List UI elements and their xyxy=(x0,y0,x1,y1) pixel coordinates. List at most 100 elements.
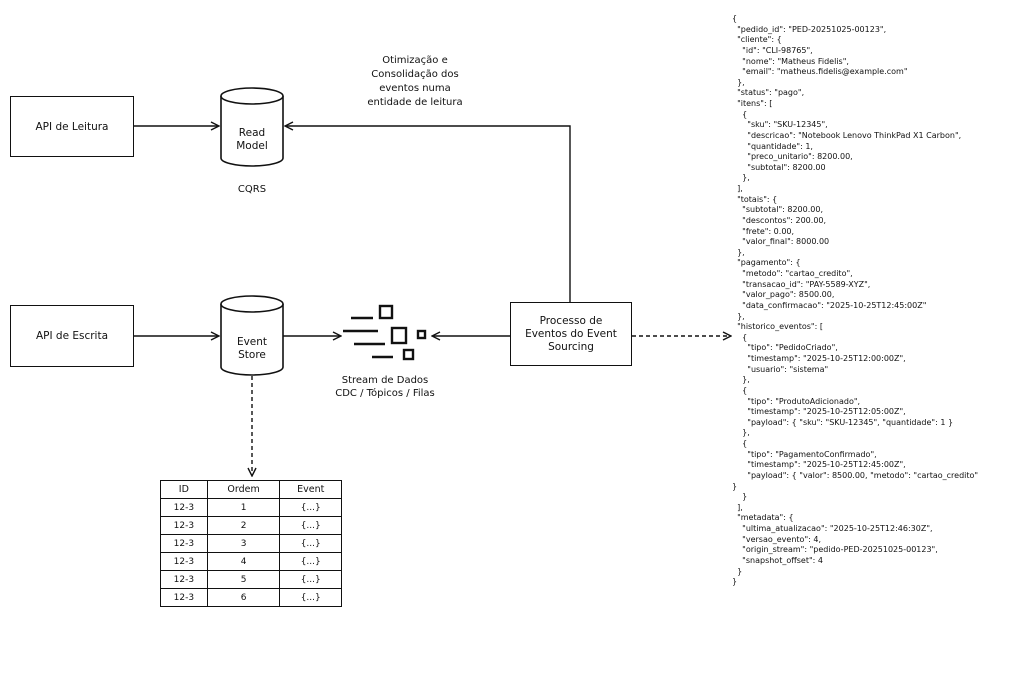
json-line: "timestamp": "2025-10-25T12:05:00Z", xyxy=(732,407,906,417)
json-line: "sku": "SKU-12345", xyxy=(732,120,828,130)
json-line: { xyxy=(732,14,738,23)
json-line: "data_confirmacao": "2025-10-25T12:45:00… xyxy=(732,300,927,310)
processo-label-2: Eventos do Event xyxy=(525,327,617,340)
json-line: "descricao": "Notebook Lenovo ThinkPad X… xyxy=(732,130,962,140)
otimizacao-label-3: eventos numa xyxy=(379,83,451,94)
json-line: { xyxy=(732,109,748,119)
read-model-json-document: { "pedido_id": "PED-20251025-00123", "cl… xyxy=(732,14,978,588)
json-line: "transacao_id": "PAY-5589-XYZ", xyxy=(732,279,871,289)
json-line: "pedido_id": "PED-20251025-00123", xyxy=(732,24,887,34)
event-store-label-1: Event xyxy=(236,336,268,348)
table-cell: 12-3 xyxy=(160,588,208,607)
json-line: "subtotal": 8200.00, xyxy=(732,205,824,215)
table-header-id: ID xyxy=(160,480,208,499)
processo-box: Processo de Eventos do Event Sourcing xyxy=(510,302,632,366)
json-line: "versao_evento": 4, xyxy=(732,534,821,544)
json-line: "tipo": "PedidoCriado", xyxy=(732,343,838,353)
json-line: "timestamp": "2025-10-25T12:00:00Z", xyxy=(732,354,906,363)
json-line: "id": "CLI-98765", xyxy=(732,45,813,55)
json-line: "usuario": "sistema" xyxy=(732,364,829,374)
table-cell: {...} xyxy=(279,534,342,553)
otimizacao-label-2: Consolidação dos xyxy=(371,69,459,80)
table-cell: {...} xyxy=(279,552,342,571)
json-line: }, xyxy=(732,428,750,438)
table-cell: 12-3 xyxy=(160,498,208,517)
stream-label-2: CDC / Tópicos / Filas xyxy=(335,388,435,399)
stream-label-1: Stream de Dados xyxy=(341,375,429,386)
processo-label-3: Sourcing xyxy=(548,340,594,353)
table-cell: 4 xyxy=(206,552,281,571)
read-model-label-1: Read xyxy=(238,127,266,139)
read-model-label-2: Model xyxy=(236,140,268,152)
json-line: "subtotal": 8200.00 xyxy=(732,162,826,172)
processo-label-1: Processo de xyxy=(539,314,603,327)
json-line: }, xyxy=(732,375,750,385)
table-cell: 12-3 xyxy=(160,516,208,535)
otimizacao-label-4: entidade de leitura xyxy=(367,97,463,108)
table-cell: 3 xyxy=(206,534,281,553)
edge-processo-readmodel xyxy=(286,126,571,302)
table-cell: 12-3 xyxy=(160,570,208,589)
event-store-label: Event Store xyxy=(222,336,282,362)
event-store-cylinder xyxy=(220,295,284,376)
json-line: "metodo": "cartao_credito", xyxy=(732,269,853,278)
json-line: } xyxy=(732,566,743,576)
table-cell: 2 xyxy=(206,516,281,535)
json-line: "snapshot_offset": 4 xyxy=(732,555,823,565)
json-line: "tipo": "PagamentoConfirmado", xyxy=(732,449,877,459)
json-line: "cliente": { xyxy=(732,35,782,45)
table-header-row: ID Ordem Event xyxy=(160,480,342,499)
json-line: "status": "pago", xyxy=(732,88,805,98)
json-line: { xyxy=(732,332,748,342)
json-line: "tipo": "ProdutoAdicionado", xyxy=(732,396,861,406)
otimizacao-label: Otimização e Consolidação dos eventos nu… xyxy=(345,54,485,110)
table-cell: {...} xyxy=(279,570,342,589)
json-line: "email": "matheus.fidelis@example.com" xyxy=(732,67,908,77)
table-header-event: Event xyxy=(279,480,342,499)
api-leitura-box: API de Leitura xyxy=(10,96,134,157)
json-line: }, xyxy=(732,311,745,321)
json-line: "pagamento": { xyxy=(732,258,801,268)
table-cell: 12-3 xyxy=(160,534,208,553)
api-escrita-box: API de Escrita xyxy=(10,305,134,367)
json-line: { xyxy=(732,439,748,448)
table-cell: 5 xyxy=(206,570,281,589)
json-line: "preco_unitario": 8200.00, xyxy=(732,152,853,162)
json-line: "nome": "Matheus Fidelis", xyxy=(732,56,849,66)
json-line: "payload": { "valor": 8500.00, "metodo":… xyxy=(732,470,979,480)
cqrs-label: CQRS xyxy=(237,184,267,195)
read-model-cylinder xyxy=(220,87,284,167)
json-line: }, xyxy=(732,247,745,257)
json-line: ], xyxy=(732,184,743,193)
json-line: "payload": { "sku": "SKU-12345", "quanti… xyxy=(732,417,954,427)
table-cell: 12-3 xyxy=(160,552,208,571)
event-store-label-2: Store xyxy=(238,349,266,361)
json-line: "valor_final": 8000.00 xyxy=(732,237,830,247)
json-line: "timestamp": "2025-10-25T12:45:00Z", xyxy=(732,460,906,470)
json-line: }, xyxy=(732,173,750,183)
json-line: } xyxy=(732,481,738,491)
stream-icon xyxy=(343,304,427,361)
json-line: "ultima_atualizacao": "2025-10-25T12:46:… xyxy=(732,524,933,533)
table-cell: {...} xyxy=(279,498,342,517)
api-leitura-label: API de Leitura xyxy=(35,120,109,133)
json-line: "historico_eventos": [ xyxy=(732,322,823,332)
json-line: { xyxy=(732,385,748,395)
table-cell: {...} xyxy=(279,516,342,535)
json-line: "frete": 0.00, xyxy=(732,226,795,236)
json-line: } xyxy=(732,577,738,587)
otimizacao-label-1: Otimização e xyxy=(382,55,448,66)
json-line: "descontos": 200.00, xyxy=(732,215,827,225)
json-line: "itens": [ xyxy=(732,99,773,108)
json-line: ], xyxy=(732,502,743,512)
api-escrita-label: API de Escrita xyxy=(35,330,109,342)
json-line: }, xyxy=(732,77,745,87)
